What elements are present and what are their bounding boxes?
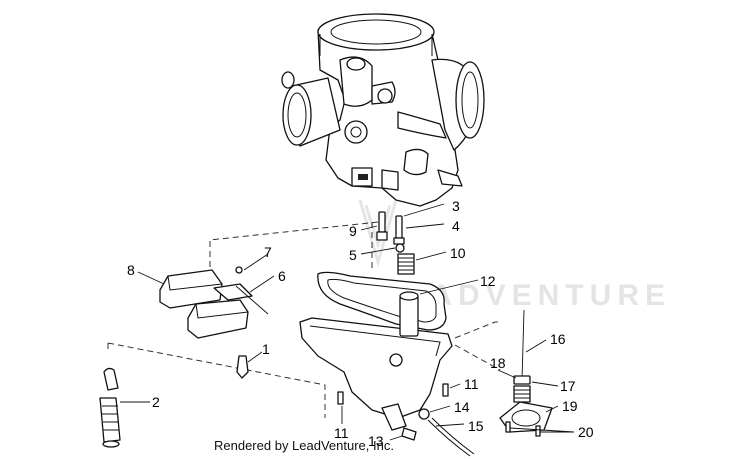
- needle-valve-1: [236, 355, 249, 379]
- jet-9: [378, 211, 386, 233]
- diaphragm-assembly: [499, 309, 553, 437]
- callout-15: 15: [468, 418, 484, 434]
- spring-10: [397, 253, 415, 275]
- carburetor-body: [281, 13, 485, 207]
- reference-dashed-lines: [107, 221, 501, 418]
- valve-assembly-2: [99, 367, 121, 448]
- callout-16: 16: [550, 331, 566, 347]
- jet-4: [395, 215, 403, 239]
- callout-7: 7: [264, 244, 272, 260]
- callout-3: 3: [452, 198, 460, 214]
- drain-screw-13: [401, 427, 417, 441]
- callout-5: 5: [349, 247, 357, 263]
- callout-6: 6: [278, 268, 286, 284]
- callout-19: 19: [562, 398, 578, 414]
- callout-10: 10: [450, 245, 466, 261]
- callout-14: 14: [454, 399, 470, 415]
- needle-16: [521, 309, 525, 381]
- callout-4: 4: [452, 218, 460, 234]
- small-parts: [337, 383, 475, 457]
- drain-hose-15: [427, 419, 471, 457]
- screw-7: [235, 266, 243, 274]
- callout-11-right: 11: [464, 376, 479, 392]
- screw-20b: [535, 425, 541, 437]
- callout-2: 2: [152, 394, 160, 410]
- callout-17: 17: [560, 378, 576, 394]
- float-bowl: [299, 291, 453, 431]
- callout-9: 9: [349, 223, 357, 239]
- jet-9-hex: [376, 231, 388, 241]
- callout-1: 1: [262, 341, 270, 357]
- render-credit: Rendered by LeadVenture, Inc.: [214, 438, 394, 453]
- leader-lines: [120, 203, 575, 441]
- float-pin-6: [235, 285, 269, 315]
- jet-4-hex: [393, 237, 405, 245]
- screw-11b: [442, 383, 449, 397]
- callout-18: 18: [490, 355, 506, 371]
- callout-11-left: 11: [334, 425, 349, 441]
- callout-12: 12: [480, 273, 496, 289]
- callout-8: 8: [127, 262, 135, 278]
- washer-17: [513, 375, 531, 385]
- float-lower: [187, 299, 249, 339]
- jet-parts: [376, 211, 415, 275]
- float-assembly: [159, 266, 269, 379]
- callout-13: 13: [368, 433, 384, 449]
- screw-11a: [337, 391, 344, 405]
- screw-20a: [505, 421, 511, 433]
- plug-5: [395, 243, 405, 253]
- callout-20: 20: [578, 424, 594, 440]
- oring-14: [418, 408, 430, 420]
- callout-labels: 3 4 9 5 10 7 6 8 12 1 2 16 18 17 19 11 1…: [127, 198, 594, 449]
